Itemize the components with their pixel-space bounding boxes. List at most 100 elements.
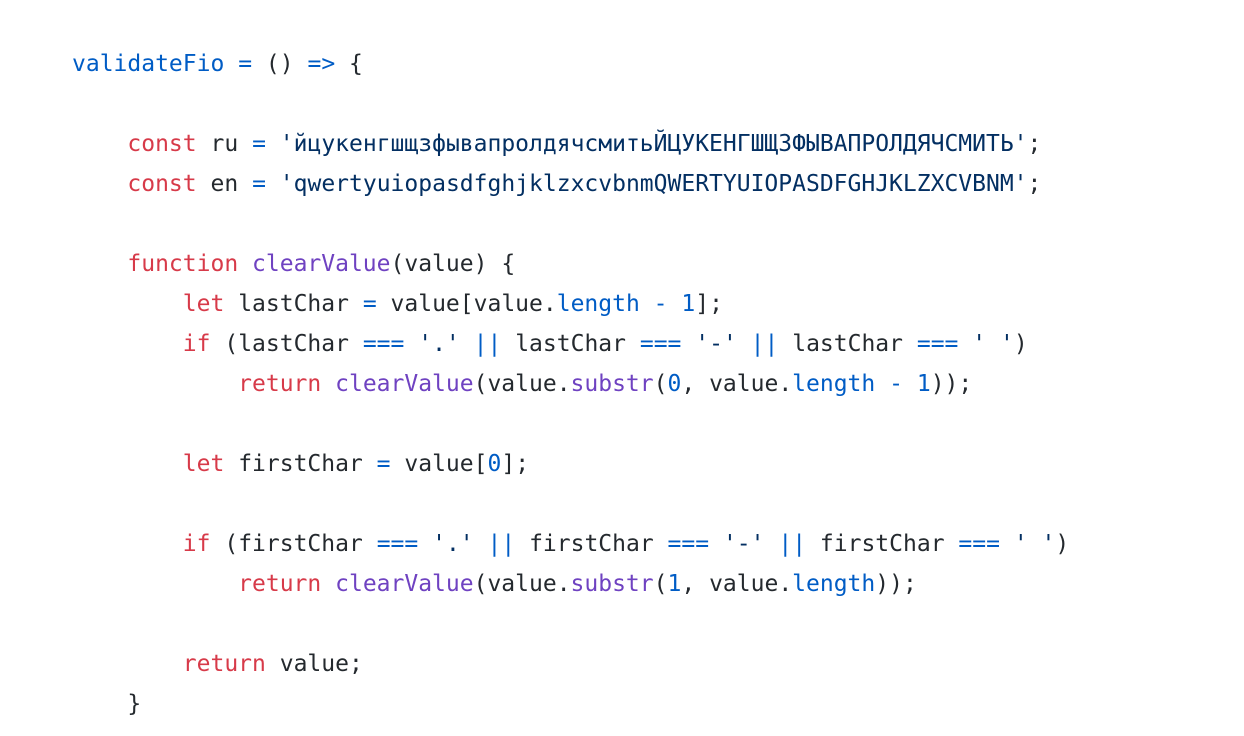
code-text-token: value. [709, 571, 793, 597]
keyword-token: let [182, 451, 225, 477]
indent-space [349, 331, 363, 357]
indent-space [681, 331, 695, 357]
code-text-token: value[value. [390, 291, 557, 317]
code-text-token: { [349, 51, 363, 77]
number-literal-token: 1 [681, 291, 696, 317]
indent-space [875, 371, 889, 397]
indent-space [72, 331, 183, 357]
indent-space [806, 531, 820, 557]
code-line: let lastChar = value[value.length - 1]; [72, 284, 1222, 324]
operator-token: - [653, 291, 668, 317]
indent-space [778, 331, 792, 357]
indent-space [349, 291, 363, 317]
indent-space [72, 291, 183, 317]
indent-space [391, 451, 405, 477]
indent-space [252, 51, 266, 77]
indent-space [1000, 531, 1014, 557]
code-text-token: ; [1027, 131, 1042, 157]
code-text-token: lastChar [792, 331, 903, 357]
code-line: const en = 'qwertyuiopasdfghjklzxcvbnmQW… [72, 164, 1222, 204]
operator-token: = [252, 171, 266, 197]
code-text-token: ru [210, 131, 239, 157]
indent-space [224, 451, 238, 477]
code-text-token: lastChar [515, 331, 626, 357]
indent-space [404, 331, 418, 357]
indent-space [266, 651, 280, 677]
indent-space [765, 531, 779, 557]
function-name-token: substr [570, 371, 654, 397]
code-line: validateFio = () => { [72, 44, 1222, 84]
code-line [72, 604, 1222, 644]
code-text-token: ) [1013, 331, 1028, 357]
code-text-token: , [681, 571, 696, 597]
code-text-token: lastChar [238, 291, 349, 317]
function-name-token: clearValue [335, 571, 474, 597]
indent-space [654, 531, 668, 557]
keyword-token: return [238, 371, 322, 397]
indent-space [294, 51, 308, 77]
indent-space [335, 51, 349, 77]
indent-space [72, 571, 238, 597]
keyword-token: return [182, 651, 266, 677]
code-line: function clearValue(value) { [72, 244, 1222, 284]
indent-space [224, 291, 238, 317]
code-line [72, 484, 1222, 524]
code-block: validateFio = () => { const ru = 'йцукен… [72, 44, 1222, 724]
code-text-token: ; [1027, 171, 1042, 197]
keyword-token: const [127, 131, 197, 157]
code-text-token: )); [930, 371, 973, 397]
indent-space [72, 251, 127, 277]
indent-space [626, 331, 640, 357]
indent-space [695, 571, 709, 597]
code-line [72, 84, 1222, 124]
code-text-token: en [210, 171, 239, 197]
indent-space [210, 531, 224, 557]
string-literal-token: '.' [418, 331, 460, 357]
code-text-token: (lastChar [224, 331, 349, 357]
string-literal-token: '-' [722, 531, 765, 557]
indent-space [238, 131, 252, 157]
indent-space [640, 291, 654, 317]
indent-space [903, 371, 917, 397]
code-text-token: ]; [501, 451, 530, 477]
indent-space [668, 291, 682, 317]
string-literal-token: '.' [432, 531, 474, 557]
indent-space [709, 531, 723, 557]
operator-token: || [750, 331, 779, 357]
operator-token: || [487, 531, 516, 557]
code-content: validateFio = () => { const ru = 'йцукен… [72, 44, 1222, 724]
indent-space [266, 131, 280, 157]
code-line: } [72, 684, 1222, 724]
keyword-token: if [182, 531, 211, 557]
operator-token: || [778, 531, 807, 557]
code-line [72, 404, 1222, 444]
code-text-token: value; [279, 651, 363, 677]
code-text-token: )); [875, 571, 917, 597]
keyword-token: return [238, 571, 322, 597]
indent-space [238, 251, 252, 277]
code-text-token: , [681, 371, 696, 397]
operator-token: === [916, 331, 959, 357]
operator-token: === [362, 331, 405, 357]
property-token: length [792, 571, 876, 597]
code-text-token: ( [653, 371, 668, 397]
indent-space [474, 531, 488, 557]
string-literal-token: ' ' [1013, 531, 1056, 557]
operator-token: === [667, 531, 710, 557]
indent-space [737, 331, 751, 357]
number-literal-token: 0 [487, 451, 502, 477]
number-literal-token: 1 [916, 371, 931, 397]
operator-token: === [639, 331, 682, 357]
indent-space [197, 171, 211, 197]
indent-space [945, 531, 959, 557]
code-text-token: value. [709, 371, 793, 397]
operator-token: => [307, 51, 336, 77]
indent-space [903, 331, 917, 357]
indent-space [266, 171, 280, 197]
operator-token: = [238, 51, 253, 77]
code-text-token: (value) [390, 251, 488, 277]
code-text-token: ) [1055, 531, 1070, 557]
indent-space [72, 131, 127, 157]
code-text-token: ]; [695, 291, 723, 317]
string-literal-token: '-' [695, 331, 737, 357]
